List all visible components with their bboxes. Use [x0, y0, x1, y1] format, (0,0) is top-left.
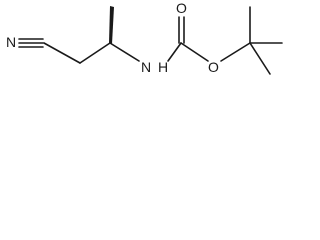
wedge-bond-methyl — [109, 6, 114, 44]
bond-ester-oxygen-to-tert-carbon — [220, 42, 251, 62]
nitrile-nitrogen-label: N — [6, 34, 16, 50]
ester-oxygen-label: O — [208, 59, 219, 75]
carbonyl-oxygen-label: O — [176, 0, 187, 16]
tert-butyl-methyl-bond-down — [249, 42, 271, 75]
bond-stereocenter-to-nh — [109, 42, 140, 62]
bond-cn-carbon-to-ch2 — [43, 42, 81, 64]
carbamate-hydrogen-label: H — [158, 59, 168, 75]
bond-ch2-to-stereocenter — [79, 42, 111, 64]
bond-nh-to-carbonyl-carbon — [167, 42, 182, 62]
carbamate-nitrogen-label: N — [141, 59, 151, 75]
bond-carbonyl-to-ester-oxygen — [180, 42, 209, 62]
chemical-structure-diagram: N N H O O — [6, 0, 283, 75]
